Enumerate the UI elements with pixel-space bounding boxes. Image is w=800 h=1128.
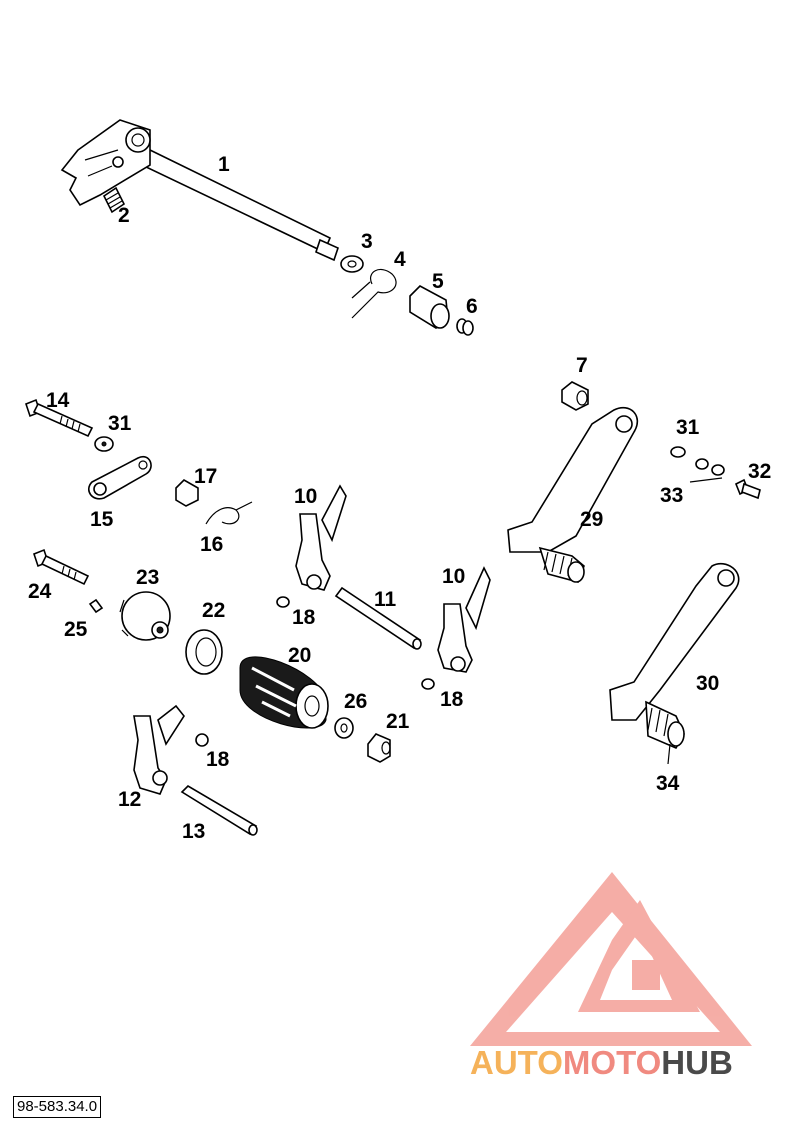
part-10-shift-fork-upper [295, 484, 347, 591]
part-14-bolt [25, 398, 94, 438]
label-7: 7 [576, 354, 588, 377]
label-32: 32 [748, 460, 771, 483]
part-11-rod [334, 586, 422, 650]
part-33-nut [689, 458, 725, 483]
label-21: 21 [386, 710, 410, 733]
label-31-right: 31 [676, 416, 700, 439]
label-12: 12 [118, 788, 141, 811]
part-32-screw [734, 478, 761, 500]
watermark-auto: AUTOMOTOHUB [470, 1044, 733, 1081]
part-24-bolt [33, 548, 90, 586]
part-18-roller [276, 596, 290, 608]
label-30: 30 [696, 672, 719, 695]
label-13: 13 [182, 820, 205, 843]
label-15: 15 [90, 508, 114, 531]
automotohub-logo-icon [470, 872, 752, 1046]
part-22-seal [185, 629, 223, 675]
label-11: 11 [374, 588, 397, 611]
part-15-plate [88, 455, 152, 500]
label-34: 34 [656, 772, 680, 795]
part-20-shift-drum [239, 656, 329, 729]
part-12-shift-fork [133, 704, 185, 795]
label-25: 25 [64, 618, 88, 641]
label-5: 5 [432, 270, 444, 293]
part-2-spring [102, 186, 126, 214]
part-10-shift-fork-lower [437, 566, 491, 673]
label-18-b: 18 [440, 688, 464, 711]
part-30-kick-starter [609, 563, 740, 765]
part-31-washer-right [670, 446, 686, 458]
part-6-o-ring [456, 318, 474, 336]
label-26: 26 [344, 690, 367, 713]
part-16-spring [205, 501, 253, 525]
label-3: 3 [361, 230, 373, 253]
diagram-code: 98-583.34.0 [13, 1096, 102, 1118]
label-6: 6 [466, 295, 478, 318]
label-10-lower: 10 [442, 565, 465, 588]
label-2: 2 [118, 204, 130, 227]
part-4-circlip [351, 269, 397, 319]
label-33: 33 [660, 484, 683, 507]
label-16: 16 [200, 533, 223, 556]
part-23-shift-star [119, 591, 171, 641]
label-1: 1 [218, 153, 230, 176]
label-20: 20 [288, 644, 311, 667]
label-29: 29 [580, 508, 603, 531]
part-21-bushing [367, 733, 391, 763]
part-17-bushing [175, 479, 199, 507]
label-4: 4 [394, 248, 406, 271]
part-1-shift-shaft [60, 119, 339, 262]
part-31-washer [94, 436, 114, 452]
part-29-shift-lever [507, 407, 639, 583]
part-3-washer [340, 255, 364, 273]
part-7-bushing [561, 381, 589, 411]
part-26-washer [334, 717, 354, 739]
part-labels: 1 2 3 4 5 6 7 10 10 11 12 13 14 15 16 17… [28, 153, 771, 843]
part-18-roller-right [421, 678, 435, 690]
label-31-left: 31 [108, 412, 132, 435]
label-22: 22 [202, 599, 225, 622]
label-24: 24 [28, 580, 52, 603]
label-10-upper: 10 [294, 485, 317, 508]
part-13-rod [180, 784, 258, 836]
part-25-pin [88, 598, 104, 614]
part-18-roller-lower [195, 733, 209, 747]
label-18-a: 18 [292, 606, 316, 629]
part-5-bushing [409, 285, 450, 329]
label-18-c: 18 [206, 748, 230, 771]
label-17: 17 [194, 465, 217, 488]
label-23: 23 [136, 566, 159, 589]
label-14: 14 [46, 389, 70, 412]
